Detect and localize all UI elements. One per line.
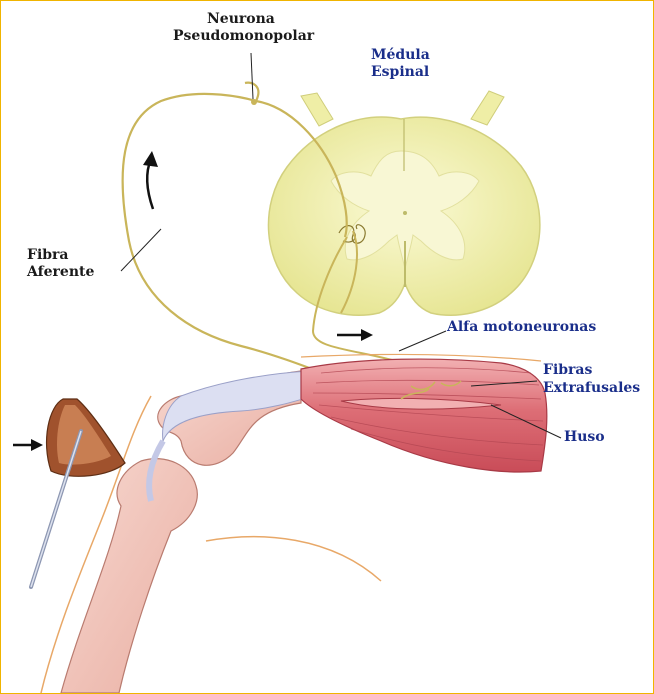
fibra-label-line1: Fibra: [27, 247, 69, 264]
hammer-tap-arrow: [13, 439, 43, 451]
calf-skin-line: [206, 537, 381, 581]
fibra-label-line2: Aferente: [27, 264, 94, 281]
alfa-motoneuronas-label: Alfa motoneuronas: [447, 319, 596, 336]
spinal-cord: [268, 91, 539, 315]
alfa-leader-line: [399, 331, 446, 351]
tibia-bone: [61, 459, 197, 693]
rightward-arrow-efferent: [337, 329, 373, 341]
neurona-leader-line: [251, 53, 253, 99]
ganglion-cell-body: [251, 99, 257, 105]
fibras-label-line1: Fibras: [543, 362, 592, 379]
fibras-label-line2: Extrafusales: [543, 380, 640, 397]
upward-arrow-afferent: [143, 151, 158, 209]
medula-label-line1: Médula: [371, 47, 430, 64]
neurona-label-line2: Pseudomonopolar: [173, 28, 314, 45]
quadriceps-muscle: [301, 359, 547, 472]
medula-label-line2: Espinal: [371, 64, 429, 81]
huso-label: Huso: [564, 429, 605, 446]
neurona-label-line1: Neurona: [207, 11, 275, 28]
